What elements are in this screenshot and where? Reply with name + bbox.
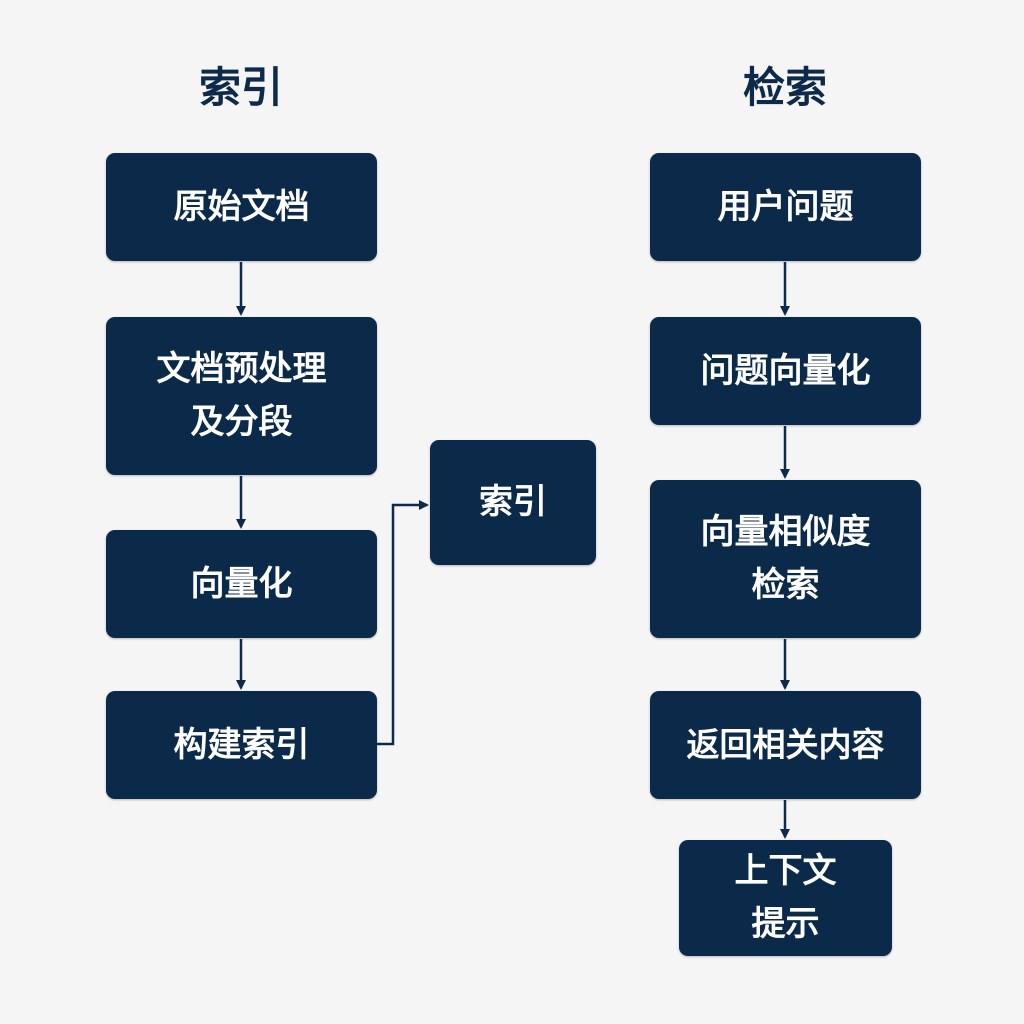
step-vectorize-label: 向量化	[190, 563, 293, 604]
retrieval-title: 检索	[742, 63, 827, 112]
step-build-index: 构建索引	[106, 691, 377, 799]
step-return-content-label: 返回相关内容	[686, 725, 885, 765]
step-vectorize: 向量化	[106, 530, 377, 638]
index-output: 索引	[430, 440, 596, 565]
step-question-vectorize: 问题向量化	[650, 317, 921, 425]
step-preprocess-segment: 文档预处理及分段	[106, 317, 377, 475]
step-build-index-label: 构建索引	[173, 724, 310, 765]
step-user-question: 用户问题	[650, 153, 921, 261]
step-question-vectorize-label: 问题向量化	[700, 350, 871, 391]
step-similarity-search-label: 向量相似度检索	[700, 512, 871, 605]
step-context-prompt-label: 上下文提示	[734, 851, 837, 944]
step-raw-documents-label: 原始文档	[173, 186, 310, 227]
index-output-label: 索引	[479, 482, 547, 523]
step-context-prompt: 上下文提示	[679, 840, 892, 956]
step-preprocess-segment-label: 文档预处理及分段	[156, 349, 327, 442]
step-raw-documents: 原始文档	[106, 153, 377, 261]
arrow-build-to-index	[377, 500, 429, 746]
step-similarity-search: 向量相似度检索	[650, 480, 921, 638]
indexing-title: 索引	[198, 63, 283, 112]
step-return-content: 返回相关内容	[650, 691, 921, 799]
step-user-question-label: 用户问题	[717, 186, 854, 227]
